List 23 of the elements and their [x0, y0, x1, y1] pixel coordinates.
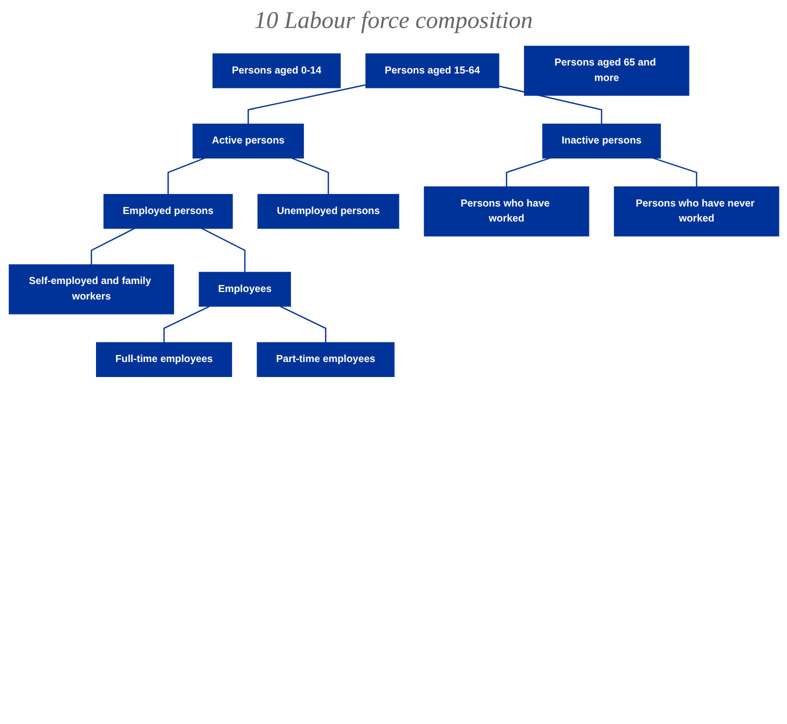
connector	[505, 158, 550, 187]
node-box: Employees	[198, 272, 290, 307]
connector	[162, 306, 210, 342]
connector	[280, 306, 326, 342]
diagram-title: 10 Labour force composition	[253, 7, 534, 36]
node-box: Employed persons	[102, 194, 232, 229]
node-box: Unemployed persons	[257, 194, 399, 229]
node-box: Persons aged 15-64	[364, 53, 499, 88]
node-box: Self-employed and family workers	[8, 264, 174, 314]
node-box: Persons who have worked	[423, 186, 589, 236]
connector	[90, 228, 134, 265]
node-box: Part-time employees	[256, 342, 394, 378]
connector	[201, 228, 245, 272]
connector	[291, 158, 328, 194]
connector	[652, 158, 697, 187]
connector	[167, 158, 204, 194]
node-box: Inactive persons	[542, 124, 660, 158]
node-box: Persons aged 0-14	[212, 53, 340, 88]
node-box: Active persons	[192, 124, 304, 158]
connector	[247, 84, 366, 124]
node-box: Full-time employees	[96, 342, 232, 378]
node-box: Persons aged 65 and more	[523, 46, 689, 96]
node-box: Persons who have never worked	[613, 186, 779, 236]
